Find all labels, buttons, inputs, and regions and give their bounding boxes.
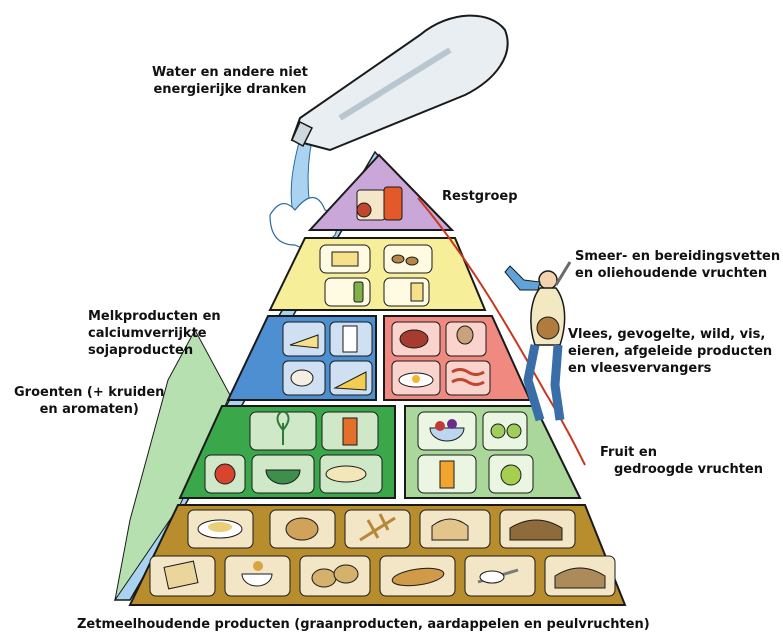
chicken-leg-icon	[446, 322, 486, 356]
steak-icon	[392, 322, 440, 356]
cheese-slice-icon	[283, 322, 325, 356]
nuts-icon	[384, 245, 432, 273]
yoghurt-icon	[283, 361, 325, 395]
fruit-juice-icon	[418, 455, 476, 493]
tomato-icon	[205, 455, 245, 493]
soda-can-icon	[384, 187, 402, 220]
apple-icon	[489, 455, 533, 493]
bread-slice-icon	[420, 510, 490, 548]
label-fruit: Fruit en gedroogde vruchten	[600, 444, 763, 478]
water-bottle-icon	[292, 16, 508, 150]
wheat-icon	[345, 510, 410, 548]
bread-roll-icon	[270, 510, 335, 548]
fruit-bowl-icon	[418, 412, 476, 450]
beans-fork-icon	[465, 556, 535, 596]
herbs-icon	[250, 412, 316, 450]
potatoes-icon	[300, 556, 370, 596]
bacon-icon	[446, 361, 490, 395]
brown-bread-icon	[500, 510, 575, 548]
egg-plate-icon	[392, 361, 440, 395]
vegetable-juice-icon	[322, 412, 378, 450]
cheese-block-icon	[330, 361, 372, 395]
tier-fats	[270, 238, 485, 310]
rye-bread-icon	[545, 556, 615, 596]
label-meat: Vlees, gevogelte, wild, vis,eieren, afge…	[568, 326, 772, 377]
crackers-icon	[150, 556, 215, 596]
salad-bowl-icon	[252, 455, 314, 493]
label-starch: Zetmeelhoudende producten (graanproducte…	[77, 616, 650, 633]
sweets-icon	[357, 190, 385, 220]
kiwi-icon	[483, 412, 527, 450]
cereal-icon	[225, 556, 290, 596]
oil-bottle-icon	[325, 278, 370, 306]
baguette-icon	[380, 556, 455, 596]
milk-glass-icon	[330, 322, 372, 356]
pasta-plate-icon	[188, 510, 253, 548]
margarine-icon	[384, 278, 429, 306]
soup-plate-icon	[320, 455, 382, 493]
label-restgroep: Restgroep	[442, 188, 518, 205]
butter-icon	[320, 245, 370, 273]
